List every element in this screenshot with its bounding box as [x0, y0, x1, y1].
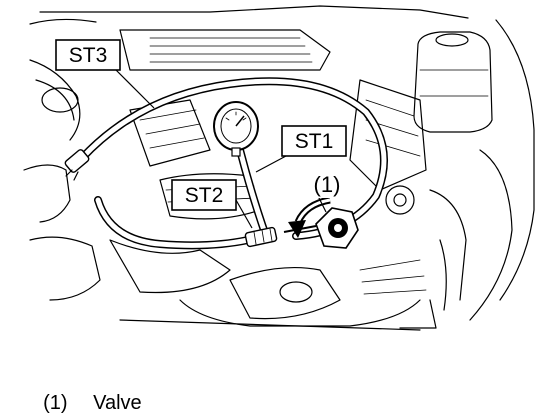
label-st3-text: ST3: [69, 44, 108, 67]
engine-background-lines: [23, 5, 535, 331]
label-st2: ST2: [171, 179, 237, 211]
label-1-text: (1): [314, 172, 341, 197]
label-st1-text: ST1: [295, 130, 334, 153]
legend: (1) Valve: [32, 369, 142, 415]
valve: [283, 207, 359, 249]
label-st2-text: ST2: [185, 184, 224, 207]
joint-fitting: [244, 226, 278, 248]
hose-st2: [94, 146, 270, 250]
leader-st1: [255, 155, 287, 173]
legend-number: (1): [43, 392, 68, 414]
leader-st3: [111, 65, 155, 109]
label-1-bg: [300, 170, 354, 198]
label-st1: ST1: [281, 125, 347, 157]
leader-st2: [235, 199, 253, 229]
pressure-gauge: [213, 101, 259, 157]
leader-1: [317, 195, 327, 213]
hose-st3: [78, 77, 388, 240]
left-fitting: [64, 149, 90, 181]
valve-arrow: [288, 196, 331, 238]
label-st3: ST3: [55, 39, 121, 71]
engine-bay-illustration: ST3 ST1 ST2 (1): [23, 5, 535, 331]
legend-text: Valve: [93, 392, 142, 414]
